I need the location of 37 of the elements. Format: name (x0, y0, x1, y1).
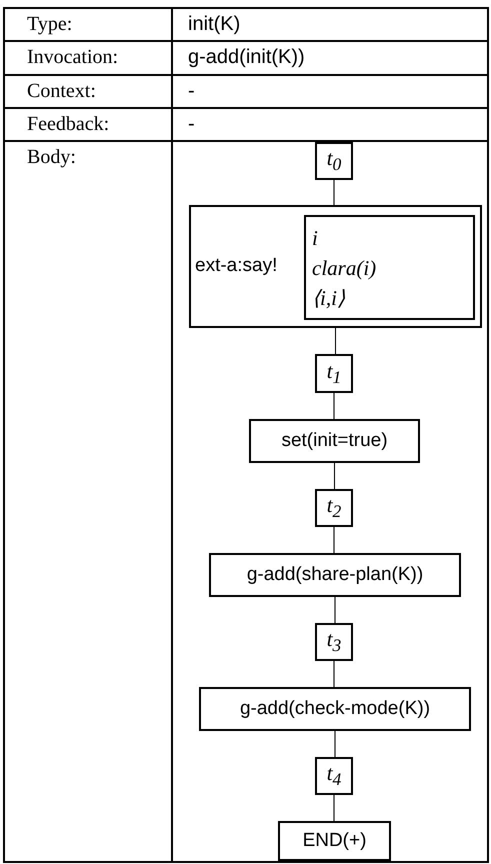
state-box (315, 489, 353, 527)
state-label: t$_{4}$ (326, 761, 342, 791)
state-label: t$_{3}$ (326, 627, 342, 657)
row-value: g-add(init(K)) (188, 45, 305, 69)
state-box (315, 623, 353, 661)
row-label: Invocation: (27, 45, 118, 69)
step-box (278, 821, 391, 861)
action-label: ext-a:say! (195, 255, 278, 277)
step-box (249, 419, 420, 463)
step-box (209, 553, 461, 597)
connector-line (335, 328, 336, 354)
step-label: g-add(check-mode(K)) (240, 698, 430, 720)
connector-line (334, 730, 336, 758)
step-box (199, 687, 471, 731)
step-label: END(+) (302, 830, 366, 852)
state-box (315, 354, 353, 393)
connector-line (334, 462, 335, 490)
row-label: Body: (27, 145, 76, 169)
state-label: t$_{2}$ (326, 493, 342, 523)
row-label: Type: (27, 12, 72, 36)
row-value: - (188, 112, 195, 136)
row-value: init(K) (188, 12, 240, 36)
argument-box (304, 215, 475, 320)
state-label: t$_{0}$ (326, 146, 342, 176)
connector-line (334, 596, 336, 624)
state-box (315, 757, 353, 795)
state-label: t$_{1}$ (326, 358, 342, 388)
step-label: g-add(share-plan(K)) (246, 564, 424, 586)
state-box (315, 142, 353, 180)
argument-text: clara(i) (312, 254, 378, 282)
row-label: Context: (27, 79, 96, 103)
row-label: Feedback: (27, 112, 110, 136)
argument-text: ⟨i,i⟩ (312, 284, 346, 312)
row-value: - (188, 79, 195, 103)
argument-text: i (312, 224, 319, 252)
action-box (189, 205, 482, 328)
step-label: set(init=true) (281, 430, 388, 452)
